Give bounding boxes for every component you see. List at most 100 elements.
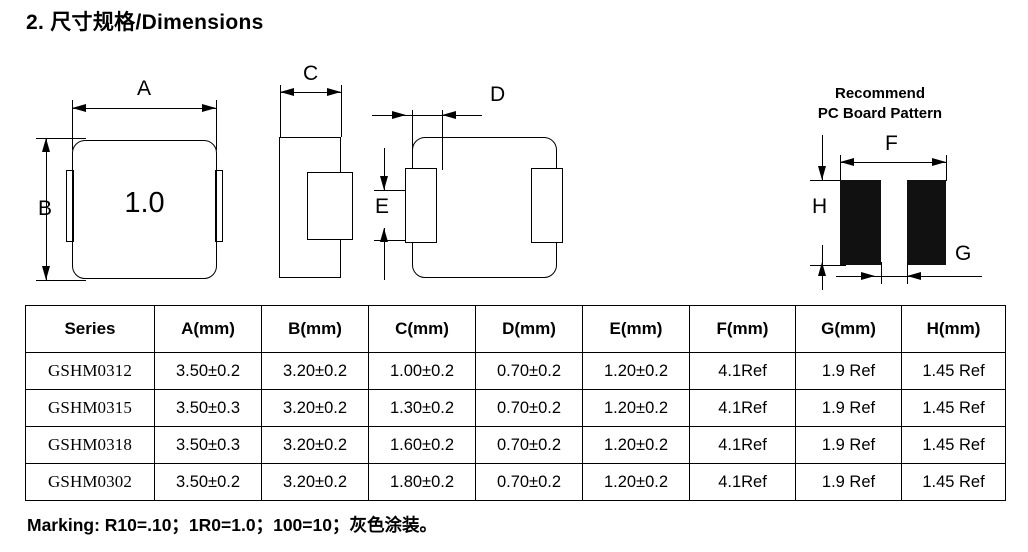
dimension-arrow-h-bottom: [817, 262, 826, 276]
dimension-arrow-h-top: [817, 166, 826, 180]
cell-g: 1.9 Ref: [795, 463, 902, 501]
extension-line-b-top: [36, 138, 86, 139]
dimension-arrow-e-top: [379, 176, 388, 190]
cell-f: 4.1Ref: [689, 352, 796, 390]
table-row: GSHM0312 3.50±0.2 3.20±0.2 1.00±0.2 0.70…: [25, 352, 1006, 390]
terminal-pad-right: [531, 168, 563, 243]
cell-series: GSHM0315: [25, 389, 155, 427]
cell-g: 1.9 Ref: [795, 352, 902, 390]
cell-series: GSHM0318: [25, 426, 155, 464]
cell-b: 3.20±0.2: [261, 389, 369, 427]
terminal-block-side-view: [307, 172, 353, 240]
cell-h: 1.45 Ref: [901, 463, 1006, 501]
dimension-line-b: [46, 138, 47, 280]
extension-line-a-right: [216, 100, 217, 150]
extension-line-d-left: [412, 110, 413, 170]
pcb-pad-left: [840, 180, 881, 265]
cell-series: GSHM0312: [25, 352, 155, 390]
extension-line-b-bottom: [36, 280, 86, 281]
extension-line-e-top: [374, 190, 416, 191]
extension-line-e-bottom: [374, 240, 416, 241]
component-body-top-view: [72, 140, 217, 279]
column-header-d: D(mm): [475, 305, 583, 353]
dimension-label-c: C: [303, 62, 319, 85]
dimension-arrow-f-left: [840, 157, 854, 166]
table-header-row: Series A(mm) B(mm) C(mm) D(mm) E(mm) F(m…: [25, 305, 1006, 353]
extension-line-c-right: [341, 85, 342, 137]
dimension-label-e: E: [375, 195, 390, 218]
cell-e: 1.20±0.2: [582, 463, 690, 501]
dimension-line-e-lower: [384, 228, 385, 280]
dimension-arrow-b-bottom: [41, 266, 50, 280]
column-header-b: B(mm): [261, 305, 369, 353]
dimension-label-f: F: [885, 132, 898, 155]
cell-h: 1.45 Ref: [901, 389, 1006, 427]
dimension-arrow-c-right: [327, 87, 341, 96]
dimension-label-h: H: [812, 195, 828, 218]
cell-b: 3.20±0.2: [261, 463, 369, 501]
dimension-arrow-c-left: [280, 87, 294, 96]
extension-line-c-left: [280, 85, 281, 137]
cell-g: 1.9 Ref: [795, 426, 902, 464]
pcb-pattern-heading: Recommend PC Board Pattern: [780, 84, 980, 125]
cell-f: 4.1Ref: [689, 389, 796, 427]
column-header-a: A(mm): [154, 305, 262, 353]
dimension-arrow-g-left: [861, 271, 875, 280]
dimension-arrow-b-top: [41, 138, 50, 152]
extension-line-f-right: [946, 155, 947, 181]
column-header-e: E(mm): [582, 305, 690, 353]
terminal-tab-left: [66, 170, 74, 242]
extension-line-d-right: [442, 110, 443, 170]
column-header-series: Series: [25, 305, 155, 353]
cell-d: 0.70±0.2: [475, 426, 583, 464]
dimension-arrow-e-bottom: [379, 228, 388, 242]
cell-c: 1.80±0.2: [368, 463, 476, 501]
page-title: 2. 尺寸规格/Dimensions: [26, 11, 264, 34]
cell-b: 3.20±0.2: [261, 426, 369, 464]
dimension-line-e-upper: [384, 148, 385, 190]
table-row: GSHM0302 3.50±0.2 3.20±0.2 1.80±0.2 0.70…: [25, 463, 1006, 501]
table-row: GSHM0315 3.50±0.3 3.20±0.2 1.30±0.2 0.70…: [25, 389, 1006, 427]
cell-a: 3.50±0.3: [154, 426, 262, 464]
dimension-line-a: [72, 108, 216, 109]
column-header-g: G(mm): [795, 305, 902, 353]
cell-d: 0.70±0.2: [475, 352, 583, 390]
table-row: GSHM0318 3.50±0.3 3.20±0.2 1.60±0.2 0.70…: [25, 426, 1006, 464]
marking-note: Marking: R10=.10；1R0=1.0；100=10；灰色涂装。: [27, 515, 437, 535]
column-header-f: F(mm): [689, 305, 796, 353]
column-header-c: C(mm): [368, 305, 476, 353]
extension-line-g-right: [907, 262, 908, 284]
cell-c: 1.60±0.2: [368, 426, 476, 464]
dimension-label-d: D: [490, 83, 506, 106]
extension-line-h-bottom: [810, 265, 846, 266]
pcb-heading-line2: PC Board Pattern: [817, 105, 943, 123]
terminal-tab-right: [215, 170, 223, 242]
dimensions-table: Series A(mm) B(mm) C(mm) D(mm) E(mm) F(m…: [25, 305, 1006, 501]
pcb-heading-line1: Recommend: [834, 85, 926, 102]
dimension-label-b: B: [38, 197, 53, 220]
component-marking-value: 1.0: [124, 187, 165, 219]
dimension-arrow-g-right: [907, 271, 921, 280]
dimension-arrow-a-right: [202, 103, 216, 112]
extension-line-g-left: [881, 262, 882, 284]
cell-e: 1.20±0.2: [582, 389, 690, 427]
terminal-pad-left: [405, 168, 437, 243]
dimension-line-h-upper: [822, 135, 823, 180]
dimension-arrow-d-left: [392, 110, 406, 119]
dimension-label-g: G: [955, 242, 972, 265]
cell-a: 3.50±0.3: [154, 389, 262, 427]
cell-h: 1.45 Ref: [901, 426, 1006, 464]
dimension-arrow-d-right: [442, 110, 456, 119]
cell-c: 1.30±0.2: [368, 389, 476, 427]
dimension-label-a: A: [137, 77, 152, 100]
cell-a: 3.50±0.2: [154, 463, 262, 501]
extension-line-h-top: [810, 180, 846, 181]
cell-f: 4.1Ref: [689, 426, 796, 464]
dimension-arrow-f-right: [932, 157, 946, 166]
cell-h: 1.45 Ref: [901, 352, 1006, 390]
cell-d: 0.70±0.2: [475, 463, 583, 501]
column-header-h: H(mm): [901, 305, 1006, 353]
cell-g: 1.9 Ref: [795, 389, 902, 427]
cell-e: 1.20±0.2: [582, 352, 690, 390]
